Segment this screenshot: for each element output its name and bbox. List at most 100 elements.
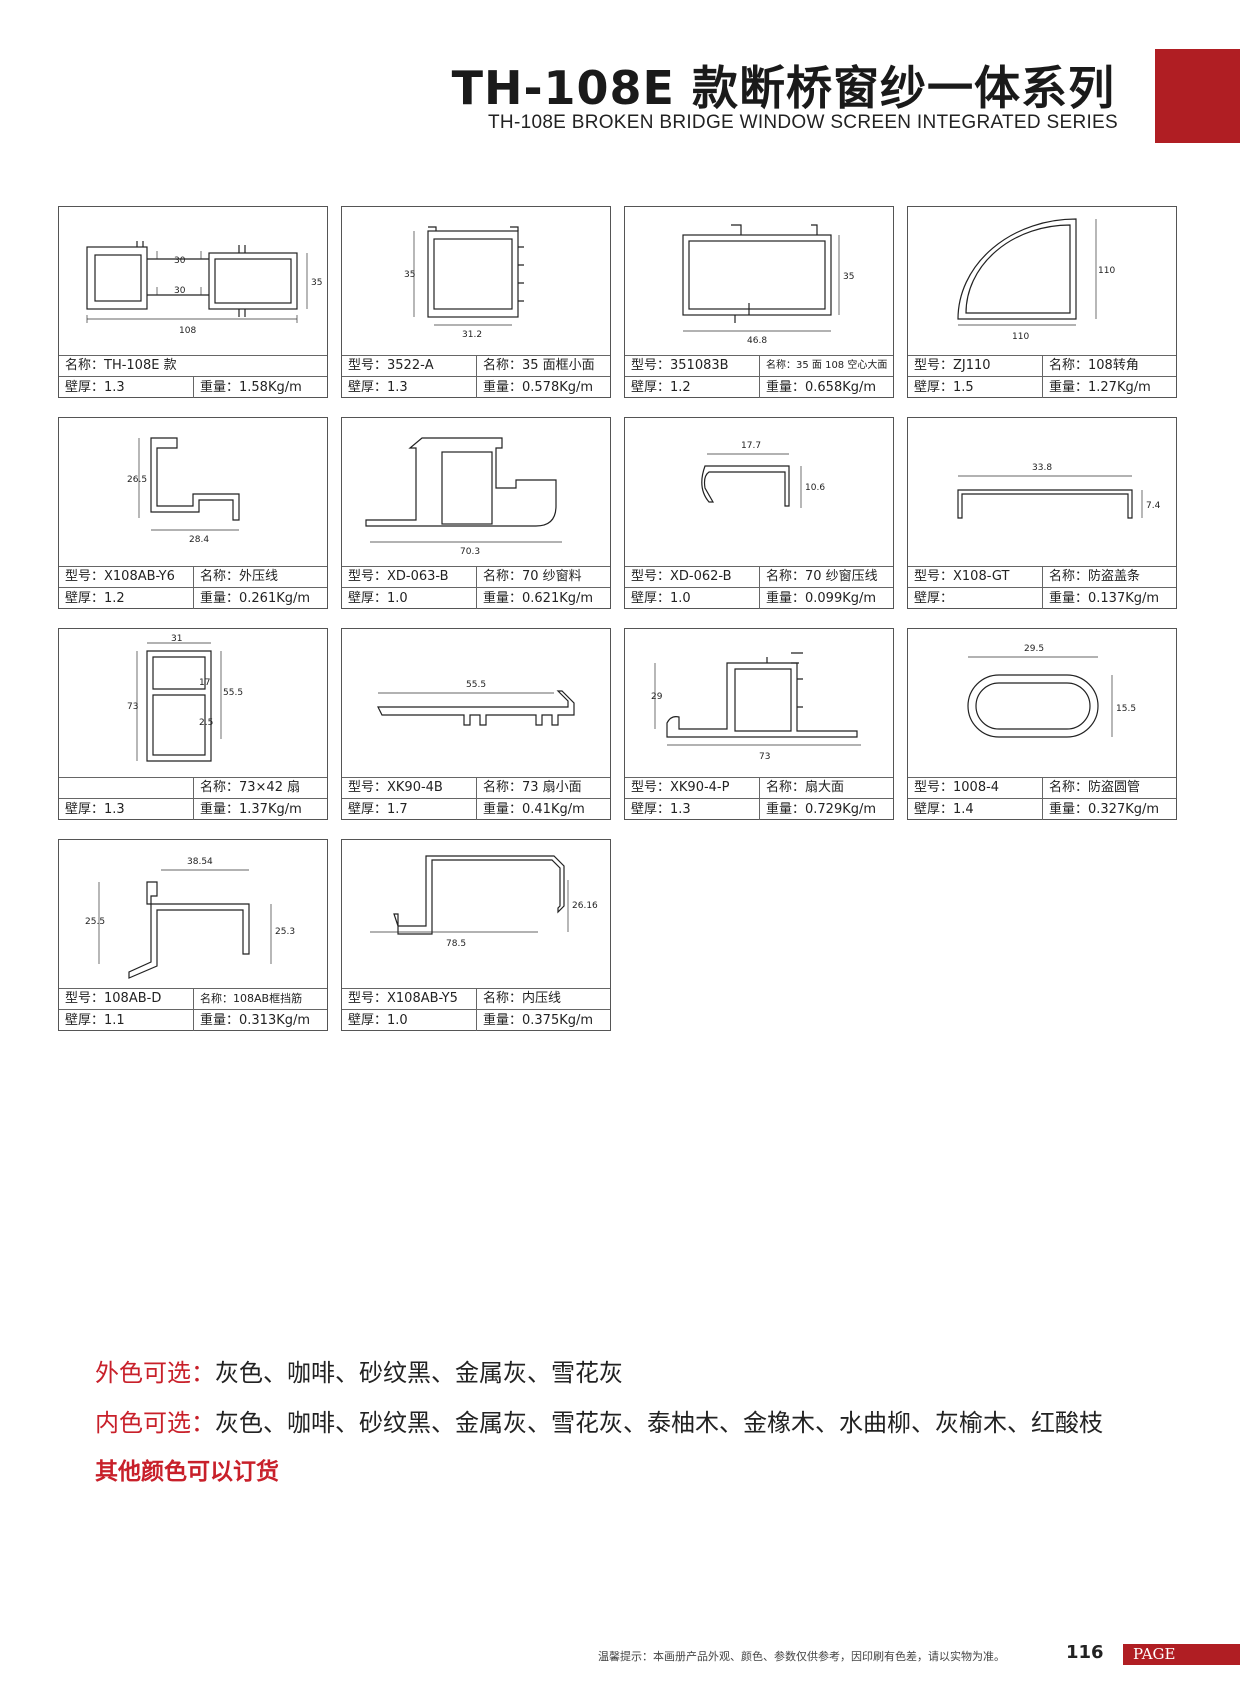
svg-text:35: 35: [843, 272, 854, 282]
profile-thickness: 壁厚：1.3: [342, 377, 477, 398]
profile-drawing: 110 110: [908, 207, 1176, 356]
profile-name: 名称：35 面框小面: [483, 358, 595, 373]
card-row: 壁厚：1.1 重量：0.313Kg/m: [59, 1010, 327, 1031]
svg-text:70.3: 70.3: [460, 547, 480, 557]
card-row: 壁厚：1.3 重量：0.578Kg/m: [342, 377, 610, 398]
profile-name: 名称：70 纱窗压线: [766, 569, 878, 584]
inner-color-values: 灰色、咖啡、砂纹黑、金属灰、雪花灰、泰柚木、金橡木、水曲柳、灰榆木、红酸枝: [215, 1409, 1103, 1437]
svg-text:25.5: 25.5: [85, 917, 105, 927]
profile-drawing: 29 73: [625, 629, 893, 778]
profile-weight: 重量：1.37Kg/m: [200, 802, 302, 817]
svg-text:73: 73: [127, 702, 138, 712]
profile-thickness: 壁厚：1.3: [59, 377, 194, 398]
profile-model: 型号：X108AB-Y5: [342, 988, 477, 1009]
footer-disclaimer: 温馨提示：本画册产品外观、颜色、参数仅供参考，因印刷有色差，请以实物为准。: [598, 1650, 1005, 1663]
profile-drawing: 17.7 10.6: [625, 418, 893, 567]
svg-text:29.5: 29.5: [1024, 644, 1044, 654]
profile-weight: 重量：0.578Kg/m: [483, 380, 594, 395]
card-row: 壁厚：1.2 重量：0.658Kg/m: [625, 377, 893, 398]
profile-model: 型号：1008-4: [908, 777, 1043, 798]
svg-text:17.7: 17.7: [741, 441, 761, 451]
profile-model: 型号：3522-A: [342, 355, 477, 376]
svg-text:29: 29: [651, 692, 663, 702]
profile-model: 型号：XD-063-B: [342, 566, 477, 587]
svg-text:46.8: 46.8: [747, 336, 767, 346]
svg-text:30: 30: [174, 256, 186, 266]
profile-name: 名称：TH-108E 款: [65, 358, 177, 373]
profile-weight: 重量：0.658Kg/m: [766, 380, 877, 395]
page-number: 116: [1066, 1642, 1104, 1663]
svg-text:108: 108: [179, 326, 196, 336]
svg-text:26.16: 26.16: [572, 901, 598, 911]
page-subtitle: TH-108E BROKEN BRIDGE WINDOW SCREEN INTE…: [488, 112, 1118, 133]
profile-weight: 重量：0.621Kg/m: [483, 591, 594, 606]
card-row: 壁厚：1.3 重量：1.37Kg/m: [59, 799, 327, 820]
profile-name: 名称：73×42 扇: [200, 780, 301, 795]
svg-text:35: 35: [311, 278, 322, 288]
svg-text:78.5: 78.5: [446, 939, 466, 949]
outer-color-values: 灰色、咖啡、砂纹黑、金属灰、雪花灰: [215, 1359, 623, 1387]
svg-text:33.8: 33.8: [1032, 463, 1052, 473]
profile-name: 名称：35 面 108 空心大面: [766, 360, 888, 371]
profile-model: 型号：XD-062-B: [625, 566, 760, 587]
profile-drawing: 70.3: [342, 418, 610, 567]
profile-drawing: 38.54 25.5 25.3: [59, 840, 327, 989]
card-row: 型号：XD-062-B 名称：70 纱窗压线: [625, 566, 893, 588]
svg-text:25.3: 25.3: [275, 927, 295, 937]
outer-color-options: 外色可选：灰色、咖啡、砂纹黑、金属灰、雪花灰: [95, 1353, 623, 1388]
profile-drawing: 78.5 26.16: [342, 840, 610, 989]
profile-model: 型号：X108AB-Y6: [59, 566, 194, 587]
card-row: 壁厚：1.0 重量：0.621Kg/m: [342, 588, 610, 609]
profile-drawing: 35 46.8: [625, 207, 893, 356]
svg-text:35: 35: [404, 270, 415, 280]
profile-weight: 重量：0.261Kg/m: [200, 591, 311, 606]
profile-thickness: 壁厚：1.0: [342, 588, 477, 609]
profile-name: 名称：70 纱窗料: [483, 569, 582, 584]
profile-thickness: 壁厚：1.0: [625, 588, 760, 609]
profile-card: 31 73 55.5 17 2.5 名称：73×42 扇 壁厚：1.3 重量：1.…: [58, 628, 328, 820]
page-label: PAGE: [1123, 1644, 1240, 1665]
profile-name: 名称：108转角: [1049, 358, 1139, 373]
profile-name: 名称：扇大面: [766, 780, 845, 795]
profile-drawing: 55.5: [342, 629, 610, 778]
profile-thickness: 壁厚：1.1: [59, 1010, 194, 1031]
inner-color-options: 内色可选：灰色、咖啡、砂纹黑、金属灰、雪花灰、泰柚木、金橡木、水曲柳、灰榆木、红…: [95, 1403, 1103, 1438]
profile-thickness: 壁厚：1.3: [59, 799, 194, 820]
profile-weight: 重量：0.313Kg/m: [200, 1013, 311, 1028]
profile-card: 30 30 35 108 名称：TH-108E 款 壁厚：1.3 重量：1.58K…: [58, 206, 328, 398]
profile-weight: 重量：1.58Kg/m: [200, 380, 302, 395]
profile-drawing: 26.5 28.4: [59, 418, 327, 567]
profile-model: 型号：351083B: [625, 355, 760, 376]
profile-thickness: 壁厚：: [908, 588, 1043, 609]
profile-weight: 重量：1.27Kg/m: [1049, 380, 1151, 395]
profile-card: 70.3 型号：XD-063-B 名称：70 纱窗料 壁厚：1.0 重量：0.621…: [341, 417, 611, 609]
profile-thickness: 壁厚：1.2: [625, 377, 760, 398]
outer-color-label: 外色可选：: [95, 1359, 215, 1387]
profile-weight: 重量：0.729Kg/m: [766, 802, 877, 817]
profile-drawing: 30 30 35 108: [59, 207, 327, 356]
profile-model: 型号：XK90-4-P: [625, 777, 760, 798]
profile-thickness: 壁厚：1.7: [342, 799, 477, 820]
svg-text:28.4: 28.4: [189, 535, 209, 545]
profile-model: 型号：X108-GT: [908, 566, 1043, 587]
profile-drawing: 31 73 55.5 17 2.5: [59, 629, 327, 778]
profile-name: 名称：108AB框挡筋: [200, 992, 303, 1005]
